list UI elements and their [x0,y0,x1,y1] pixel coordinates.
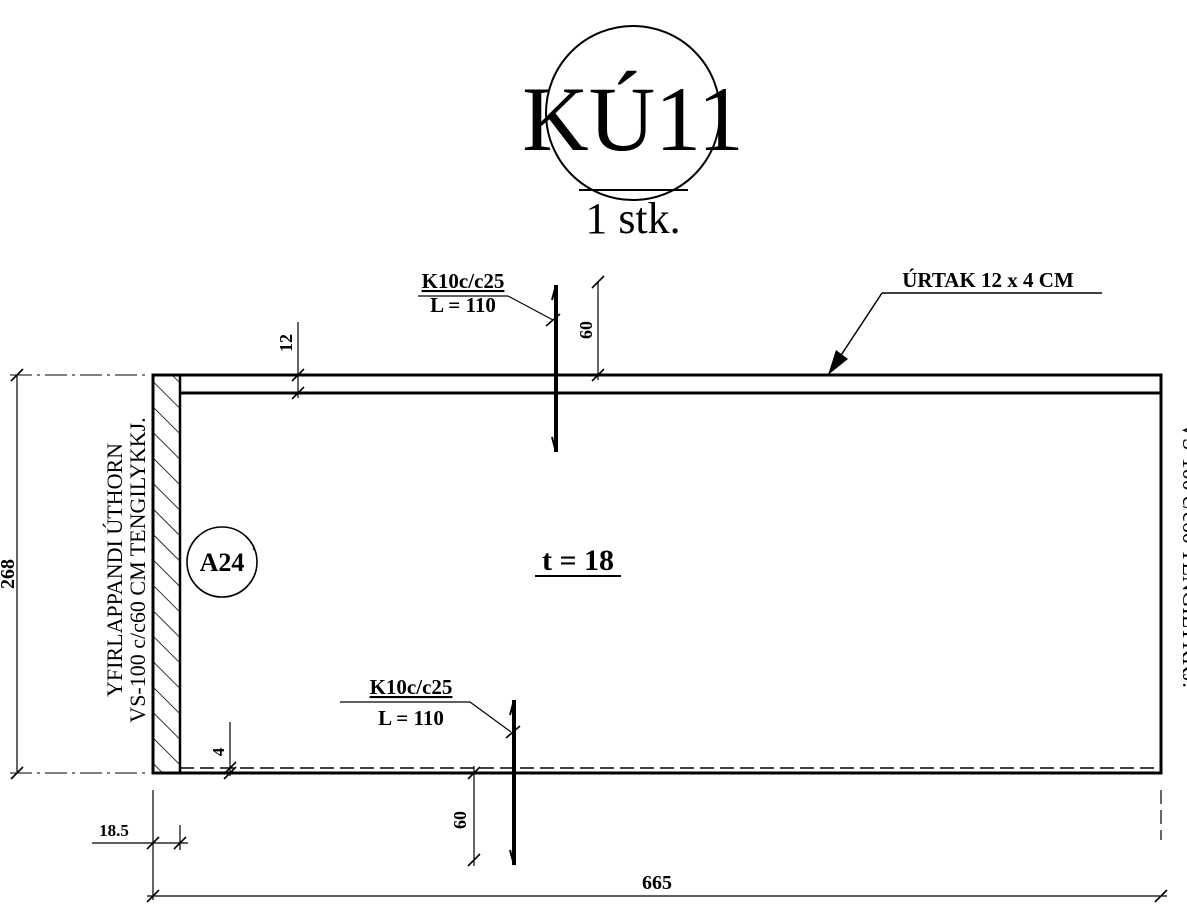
detail-reference-label: A24 [200,548,245,577]
left-edge-label-2: VS-100 c/c60 CM TENGILYKKJ. [125,417,150,722]
width-dimension: 665 [146,790,1168,903]
edge-hatch [151,373,182,775]
top-rebar-length: L = 110 [430,293,496,317]
height-label: 268 [0,559,19,589]
right-edge-label: VS-100 c/c60 TENGILYKKJ. [1178,422,1187,688]
thickness-label: t = 18 [542,544,614,577]
element-mark: KÚ11 [522,25,744,201]
left-edge-label-1: YFIRLAPPANDI ÚTHORN [102,443,127,697]
bottom-rebar-length: L = 110 [378,706,444,730]
slab-outline [151,373,1163,775]
bottom-rebar-spec: K10c/c25 [370,675,453,699]
bottom-offset-dimension: 4 [209,722,237,780]
height-dimension: 268 [0,368,24,780]
top-rebar-spec: K10c/c25 [422,269,505,293]
bottom-extension-label: 60 [450,811,470,829]
bottom-extension-dimension: 60 [450,766,481,867]
slab [151,373,1163,775]
recess-depth-label: 12 [276,334,296,352]
left-offset-label: 18.5 [99,821,129,840]
top-rebar: K10c/c25 L = 110 [418,269,561,453]
bottom-rebar: K10c/c25 L = 110 [340,675,521,866]
top-extension-label: 60 [576,321,596,339]
left-offset-dimension: 18.5 [92,821,188,850]
detail-reference-tick: ′ [252,544,256,561]
recess-label: ÚRTAK 12 x 4 CM [902,268,1074,292]
top-extension-dimension: 60 [576,275,605,382]
bottom-offset-label: 4 [209,747,228,756]
element-mark-text: KÚ11 [522,68,743,170]
element-mark-circle [545,25,721,201]
recess-depth-dimension: 12 [276,322,305,400]
quantity-label: 1 stk. [585,194,680,243]
detail-reference: A24 ′ [186,526,258,598]
recess-leader: ÚRTAK 12 x 4 CM [827,268,1102,376]
width-label: 665 [642,872,672,894]
